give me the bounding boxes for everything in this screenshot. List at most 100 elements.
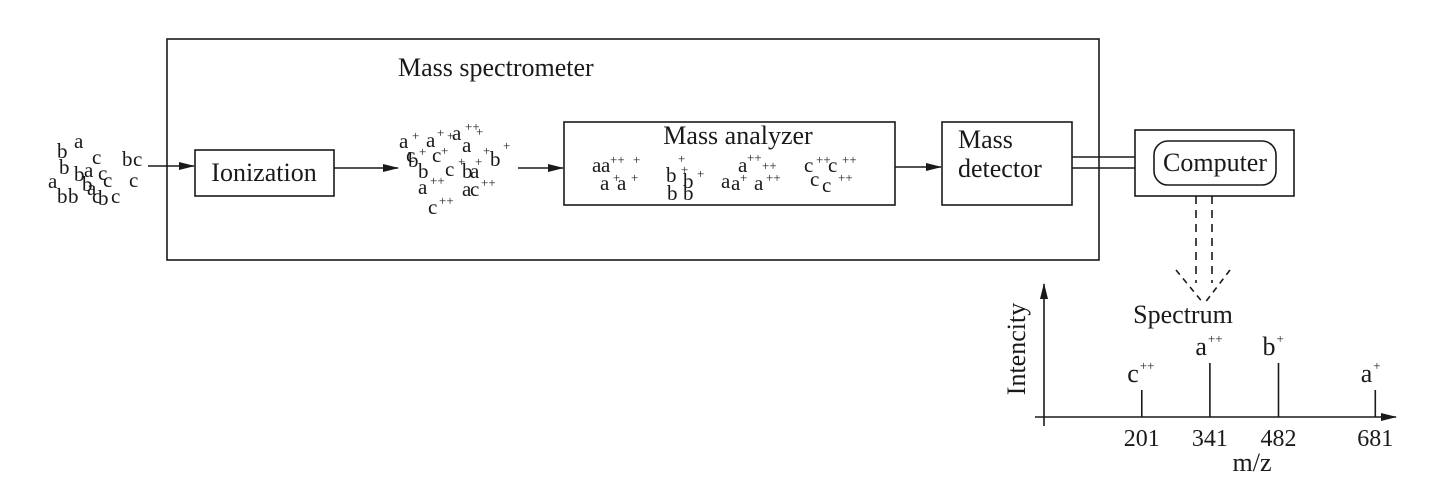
svg-text:++: ++ xyxy=(430,173,445,188)
separated-ion: c xyxy=(810,167,819,191)
neutral-molecule: a xyxy=(84,158,94,182)
ion: c xyxy=(470,177,479,201)
separated-ion: b xyxy=(683,169,694,193)
ion: a xyxy=(452,121,462,145)
ionization-box xyxy=(194,149,335,197)
separated-ion: c xyxy=(828,153,837,177)
neutral-molecule: a xyxy=(48,169,58,193)
ion: a xyxy=(462,177,472,201)
separated-ion: a xyxy=(721,169,731,193)
analyzer-ions: a a a a b b b b a a a a c c c c xyxy=(592,153,837,205)
ion: c xyxy=(428,195,437,219)
neutral-molecule: b xyxy=(82,172,93,196)
spectrometer-box xyxy=(166,38,1100,261)
neutral-molecule: c xyxy=(98,161,107,185)
svg-text:+: + xyxy=(697,166,704,181)
svg-text:++: ++ xyxy=(816,152,831,167)
neutral-molecule: b xyxy=(122,147,133,171)
neutral-molecule: a xyxy=(74,129,84,153)
ion: c xyxy=(432,143,441,167)
ion: a xyxy=(470,159,480,183)
computer-box xyxy=(1134,129,1295,197)
ion: b xyxy=(490,147,501,171)
svg-text:++: ++ xyxy=(465,119,480,134)
svg-text:+: + xyxy=(458,154,465,169)
neutral-molecule: b xyxy=(59,155,70,179)
svg-text:+: + xyxy=(633,152,640,167)
spectrum-chart: Spectrum Intencity m/z 201c++341a++482b+… xyxy=(1002,283,1397,477)
x-tick-label: 681 xyxy=(1357,426,1393,452)
svg-text:+: + xyxy=(475,154,482,169)
x-tick-label: 201 xyxy=(1124,426,1160,452)
svg-text:++: ++ xyxy=(842,152,857,167)
svg-text:++: ++ xyxy=(838,170,853,185)
detector-box xyxy=(941,121,1073,206)
ion: a xyxy=(462,133,472,157)
detector-label-line2: detector xyxy=(958,154,1042,183)
neutral-molecule: b xyxy=(57,184,68,208)
svg-text:+: + xyxy=(483,143,490,158)
neutral-molecule: c xyxy=(129,168,138,192)
x-axis-label: m/z xyxy=(1233,448,1272,477)
peak-charge-label: + xyxy=(1373,358,1380,373)
neutral-molecule: b xyxy=(98,186,109,210)
neutral-molecule: a xyxy=(87,176,97,200)
svg-text:+: + xyxy=(503,138,510,153)
neutral-molecule: c xyxy=(103,168,112,192)
svg-text:+: + xyxy=(631,170,638,185)
neutral-molecule: b xyxy=(68,184,79,208)
svg-text:+: + xyxy=(678,151,685,166)
computer-label: Computer xyxy=(1163,148,1267,177)
peak-ion-label: b xyxy=(1262,332,1275,361)
separated-ion: a xyxy=(601,153,611,177)
ionization-label: Ionization xyxy=(211,158,316,187)
neutral-molecule: b xyxy=(74,162,85,186)
neutral-molecules: a b c b b a c c a b b a b c b b c c c xyxy=(48,129,142,210)
y-axis-label: Intencity xyxy=(1002,303,1031,395)
separated-ion: b xyxy=(667,181,678,205)
peak-charge-label: + xyxy=(1276,331,1283,346)
detector-label-line1: Mass xyxy=(958,125,1013,154)
svg-text:+: + xyxy=(419,144,426,159)
separated-ion: b xyxy=(683,181,694,205)
separated-ion: c xyxy=(822,173,831,197)
ion: b xyxy=(418,159,429,183)
svg-text:+: + xyxy=(441,143,448,158)
analyzer-box xyxy=(563,121,896,206)
ion: b xyxy=(462,159,473,183)
separated-ion: a xyxy=(617,171,627,195)
spectrometer-label: Mass spectrometer xyxy=(398,53,594,82)
neutral-molecule: c xyxy=(92,184,101,208)
computer-screen xyxy=(1153,140,1277,186)
separated-ion: a xyxy=(592,153,602,177)
x-tick-label: 482 xyxy=(1260,426,1296,452)
ion-charges: + ++ +++ ++ ++ ++ ++ ++ ++ xyxy=(412,119,510,208)
peak-ion-label: c xyxy=(1127,359,1139,388)
neutral-molecule: c xyxy=(92,145,101,169)
peak-ion-label: a xyxy=(1361,359,1373,388)
ion-cluster: a a a b c a c b b b a a c a c c xyxy=(399,121,501,219)
svg-text:++: ++ xyxy=(747,150,762,165)
svg-text:++: ++ xyxy=(439,193,454,208)
separated-ion: a xyxy=(731,171,741,195)
svg-text:+: + xyxy=(476,124,483,139)
ion: c xyxy=(406,143,415,167)
svg-text:++: ++ xyxy=(766,170,781,185)
svg-text:++: ++ xyxy=(762,158,777,173)
output-arrow xyxy=(1175,196,1231,305)
neutral-molecule: b xyxy=(57,139,68,163)
chart-title: Spectrum xyxy=(1133,300,1233,329)
svg-text:+: + xyxy=(613,170,620,185)
separated-ion: a xyxy=(600,171,610,195)
x-tick-label: 341 xyxy=(1192,426,1228,452)
separated-ion: a xyxy=(738,153,748,177)
ion: a xyxy=(426,128,436,152)
neutral-molecule: c xyxy=(133,147,142,171)
peak-charge-label: ++ xyxy=(1140,358,1155,373)
separated-ion: c xyxy=(804,153,813,177)
svg-text:+: + xyxy=(740,170,747,185)
neutral-molecule: c xyxy=(111,184,120,208)
peak-ion-label: a xyxy=(1195,332,1207,361)
svg-text:+: + xyxy=(681,162,688,177)
ion: a xyxy=(418,175,428,199)
